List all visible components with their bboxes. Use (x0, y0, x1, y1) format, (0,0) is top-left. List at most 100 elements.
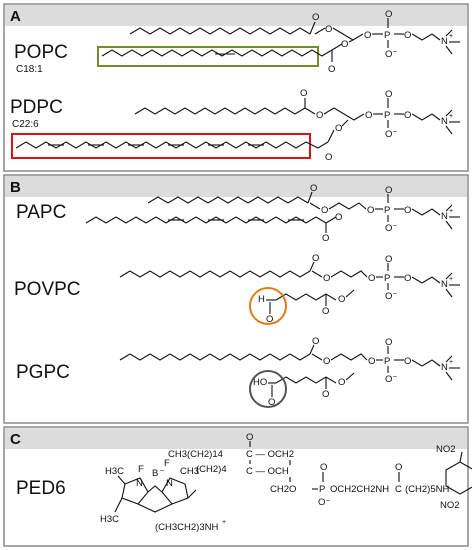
dnp-no2-top-bond (459, 451, 463, 463)
pdpc-o-8: O (335, 123, 342, 134)
ped6-o-4: O (395, 462, 402, 473)
povpc-aldehyde-circle (249, 287, 287, 325)
povpc-o-3: O (368, 273, 375, 284)
papc-glycerol (328, 202, 367, 210)
pdpc-o-3: O (365, 110, 372, 121)
ped6-ch2-5-nh: (CH2)5NH (405, 484, 449, 495)
ped6-name: PED6 (16, 478, 66, 499)
papc-name: PAPC (16, 202, 66, 223)
pdpc-choline (411, 113, 441, 121)
popc-o-5: O (385, 49, 392, 60)
bodipy-ring-right (161, 477, 189, 505)
popc-sn1-chain (129, 27, 311, 35)
povpc-stereo (345, 289, 355, 298)
popc-p: P (384, 30, 390, 41)
pgpc-o-4: O (385, 337, 392, 348)
ped6-p: P (319, 484, 325, 495)
ped6-ch2o: CH2O (270, 484, 296, 495)
povpc-o-7: O (322, 306, 329, 317)
pgpc-plus: + (449, 359, 453, 366)
povpc-o-4: O (385, 254, 392, 265)
papc-o-6: O (404, 205, 411, 216)
povpc-p: P (384, 273, 390, 284)
povpc-glycerol (330, 270, 368, 278)
pgpc-o-2: O (323, 356, 330, 367)
povpc-name: POVPC (14, 279, 81, 300)
bodipy-b-minus: – (160, 467, 164, 474)
pgpc-o-6: O (404, 356, 411, 367)
povpc-choline (411, 276, 441, 284)
povpc-o-2: O (323, 273, 330, 284)
povpc-aldehyde-o: O (266, 314, 273, 325)
popc-carbonyl-1 (309, 21, 316, 35)
pdpc-me-3 (445, 109, 453, 117)
ped6-o-3: O (318, 497, 325, 508)
bodipy-f-right: F (164, 458, 170, 469)
pdpc-ester-1 (304, 107, 316, 115)
papc-sn1-chain (147, 196, 309, 204)
ped6-no2-top: NO2 (436, 444, 456, 455)
papc-o-2: O (321, 205, 328, 216)
pgpc-sn1-chain (119, 353, 311, 361)
papc-me-2 (445, 220, 453, 230)
ped6-h3c-top: H3C (105, 466, 124, 477)
pgpc-me-3 (445, 355, 453, 363)
papc-plus: + (449, 208, 453, 215)
pgpc-o-8: O (338, 377, 345, 388)
pdpc-glycerol (323, 107, 365, 121)
povpc-aldehyde-h: H (258, 294, 265, 305)
papc-p: P (384, 205, 390, 216)
povpc-sn1-chain (119, 270, 311, 278)
popc-o-1: O (312, 12, 319, 23)
povpc-carbonyl-1 (309, 261, 315, 272)
povpc-o-8: O (338, 294, 345, 305)
pgpc-choline (411, 359, 441, 367)
bodipy-n-right: N (166, 478, 173, 489)
pgpc-minus: – (393, 373, 397, 380)
pgpc-stereo (345, 372, 355, 381)
panel-b-border (3, 174, 469, 424)
popc-sn2-chain (101, 49, 333, 57)
papc-ester-1 (309, 202, 321, 210)
pdpc-o-7: O (325, 152, 332, 163)
ped6-h3c-bottom: H3C (100, 514, 119, 525)
papc-me-3 (445, 204, 453, 212)
pgpc-ester-1 (311, 353, 323, 361)
panel-c-header (5, 428, 467, 449)
povpc-minus: – (393, 290, 397, 297)
pdpc-o-1: O (300, 88, 307, 99)
panel-c: C PED6 H3C H3C N N B – F F CH3 CH3(CH2)1… (3, 426, 472, 547)
ped6-ch2-4: (CH2)4 (196, 464, 227, 475)
bodipy-ring-left (121, 477, 149, 505)
ped6-no2-right: NO2 (440, 500, 460, 511)
popc-o-6: O (404, 30, 411, 41)
pdpc-sn1-chain (134, 107, 306, 115)
ped6-minus: – (326, 497, 330, 504)
ped6-c-link: C (395, 484, 402, 495)
popc-c18-1-box (97, 46, 319, 67)
popc-o-7: O (328, 64, 335, 75)
panel-a-letter: A (10, 8, 21, 25)
papc-minus: – (393, 222, 397, 229)
pgpc-me-2 (445, 371, 453, 381)
ped6-ch3-tail: CH3(CH2)14 (168, 449, 223, 460)
papc-o-1: O (310, 183, 317, 194)
pdpc-minus: – (393, 128, 397, 135)
pgpc-acid-circle (249, 370, 287, 408)
povpc-me-3 (445, 272, 453, 280)
bodipy-ring-center (147, 485, 163, 493)
pdpc-n: N (441, 116, 448, 127)
popc-o-2: O (325, 24, 332, 35)
pgpc-p: P (384, 356, 390, 367)
panel-b: B PAPC O O O P O O – O N + O (3, 174, 469, 424)
pgpc-name: PGPC (16, 362, 70, 383)
ped6-counterion: (CH3CH2)3NH (155, 522, 218, 533)
ped6-counterion-plus: + (222, 519, 226, 526)
povpc-me-2 (445, 288, 453, 298)
papc-choline (411, 208, 441, 216)
povpc-o-1: O (312, 253, 319, 264)
popc-choline (411, 33, 441, 41)
pgpc-n: N (441, 362, 448, 373)
pdpc-note: C22:6 (12, 119, 39, 130)
